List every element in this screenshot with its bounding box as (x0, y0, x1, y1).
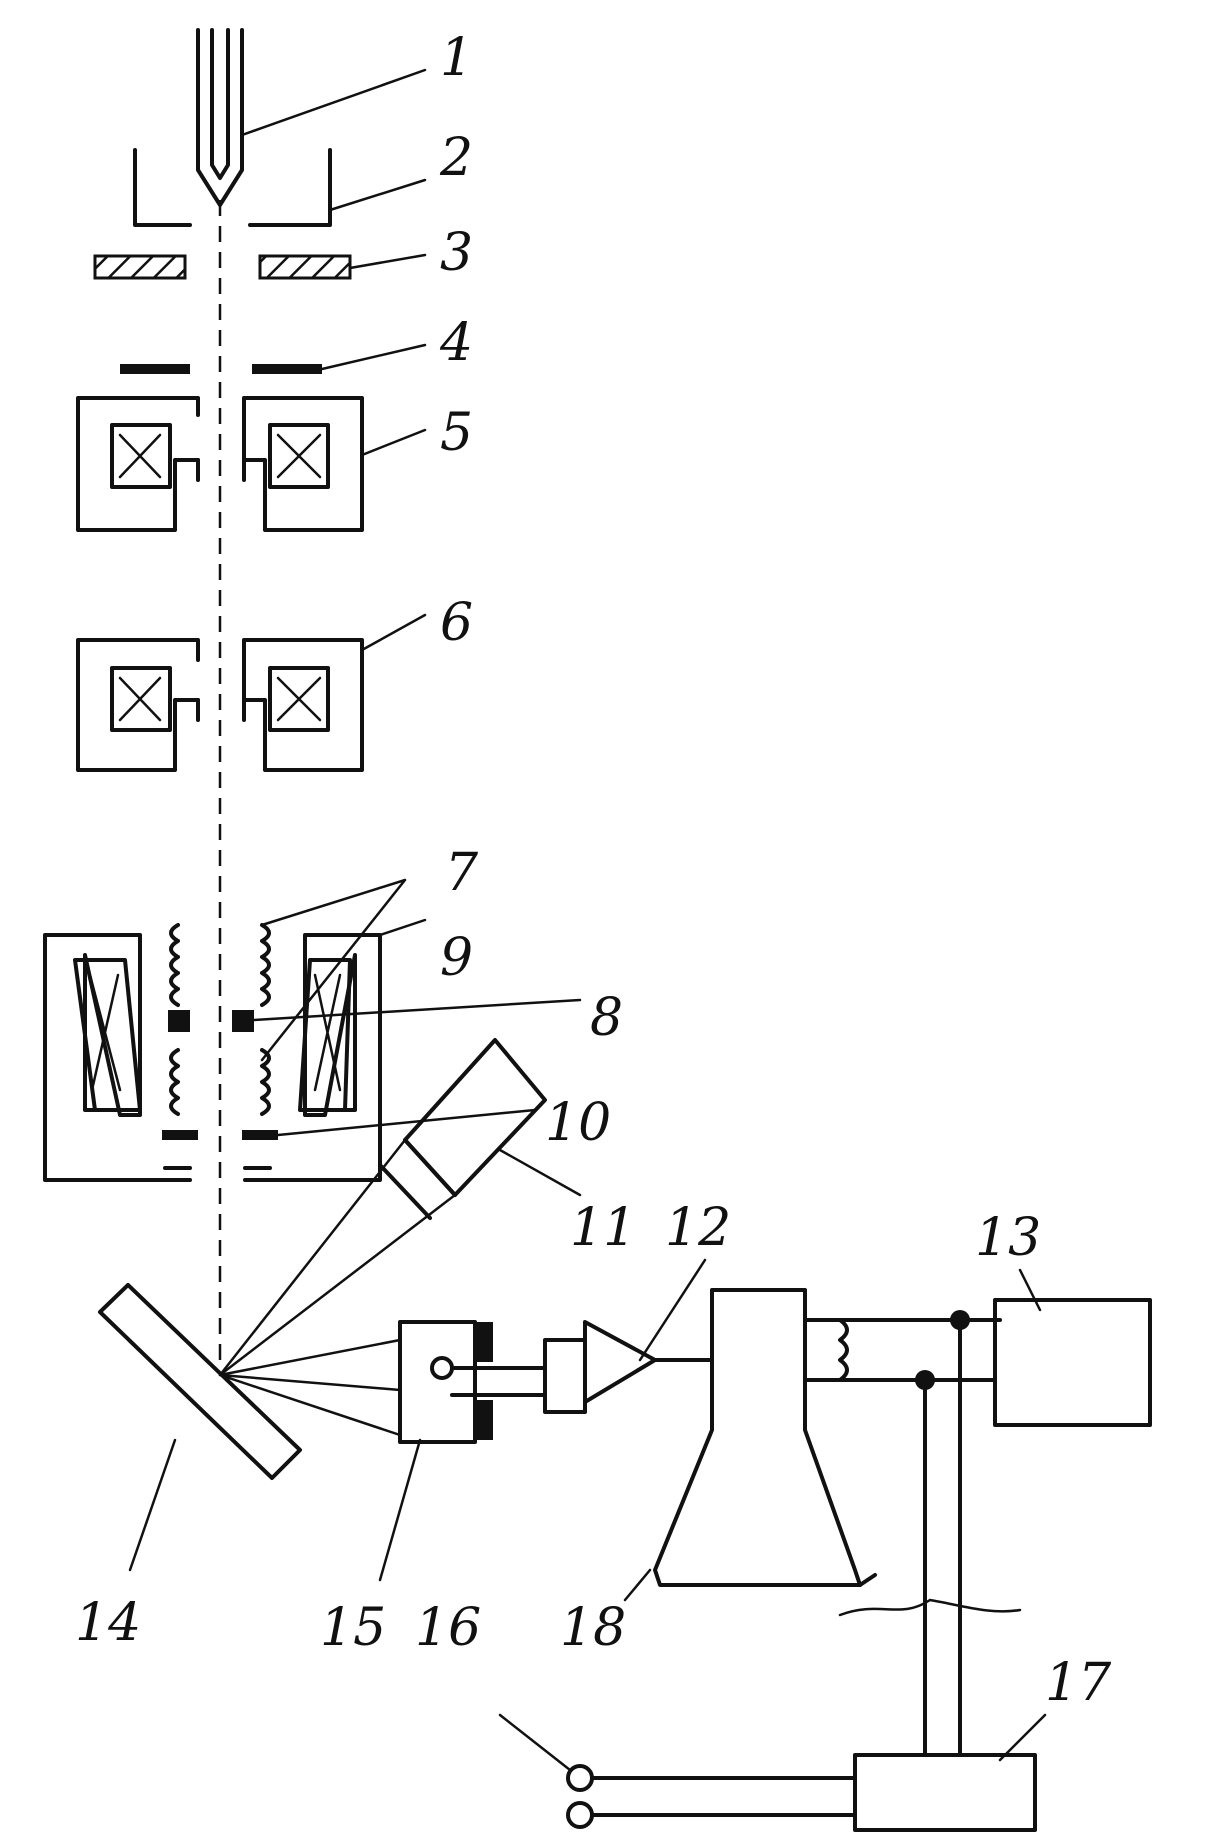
stigmator (168, 1010, 254, 1032)
label-11: 11 (570, 1198, 636, 1258)
cathode-filament (196, 28, 244, 207)
label-15: 15 (320, 1598, 386, 1658)
label-12: 12 (665, 1198, 731, 1258)
leader-lines (128, 68, 1047, 1772)
label-16: 16 (415, 1598, 481, 1658)
crt-deflection-coil (803, 1310, 1022, 1757)
amplifier (583, 1320, 714, 1404)
label-3: 3 (440, 223, 473, 283)
label-5: 5 (440, 403, 473, 463)
aperture (120, 364, 322, 374)
secondary-electron-detector (398, 1320, 587, 1444)
label-6: 6 (440, 593, 473, 653)
scan-coils (169, 923, 271, 1116)
label-9: 9 (440, 928, 473, 988)
label-13: 13 (975, 1208, 1041, 1268)
condenser-lens-1 (76, 396, 364, 532)
wehnelt-cylinder (133, 148, 332, 227)
label-4: 4 (439, 313, 473, 373)
label-8: 8 (590, 988, 623, 1048)
xray-detector (218, 1038, 547, 1377)
input-terminals (566, 1764, 857, 1829)
objective-lens (43, 933, 382, 1182)
label-17: 17 (1045, 1653, 1112, 1713)
label-10: 10 (545, 1093, 611, 1153)
specimen (98, 1283, 302, 1480)
secondary-electron-rays (218, 1338, 402, 1437)
label-14: 14 (75, 1593, 141, 1653)
label-7: 7 (445, 843, 479, 903)
final-aperture (162, 1130, 278, 1140)
label-1: 1 (440, 28, 473, 88)
crt-display (653, 1288, 877, 1587)
anode (93, 254, 352, 280)
label-2: 2 (439, 128, 473, 188)
condenser-lens-2 (76, 638, 364, 772)
scan-generator (993, 1298, 1152, 1427)
label-18: 18 (560, 1598, 626, 1658)
control-unit (853, 1753, 1037, 1832)
callout-labels: 1 2 3 4 5 6 7 9 8 10 11 12 13 14 15 16 1… (75, 28, 1112, 1713)
